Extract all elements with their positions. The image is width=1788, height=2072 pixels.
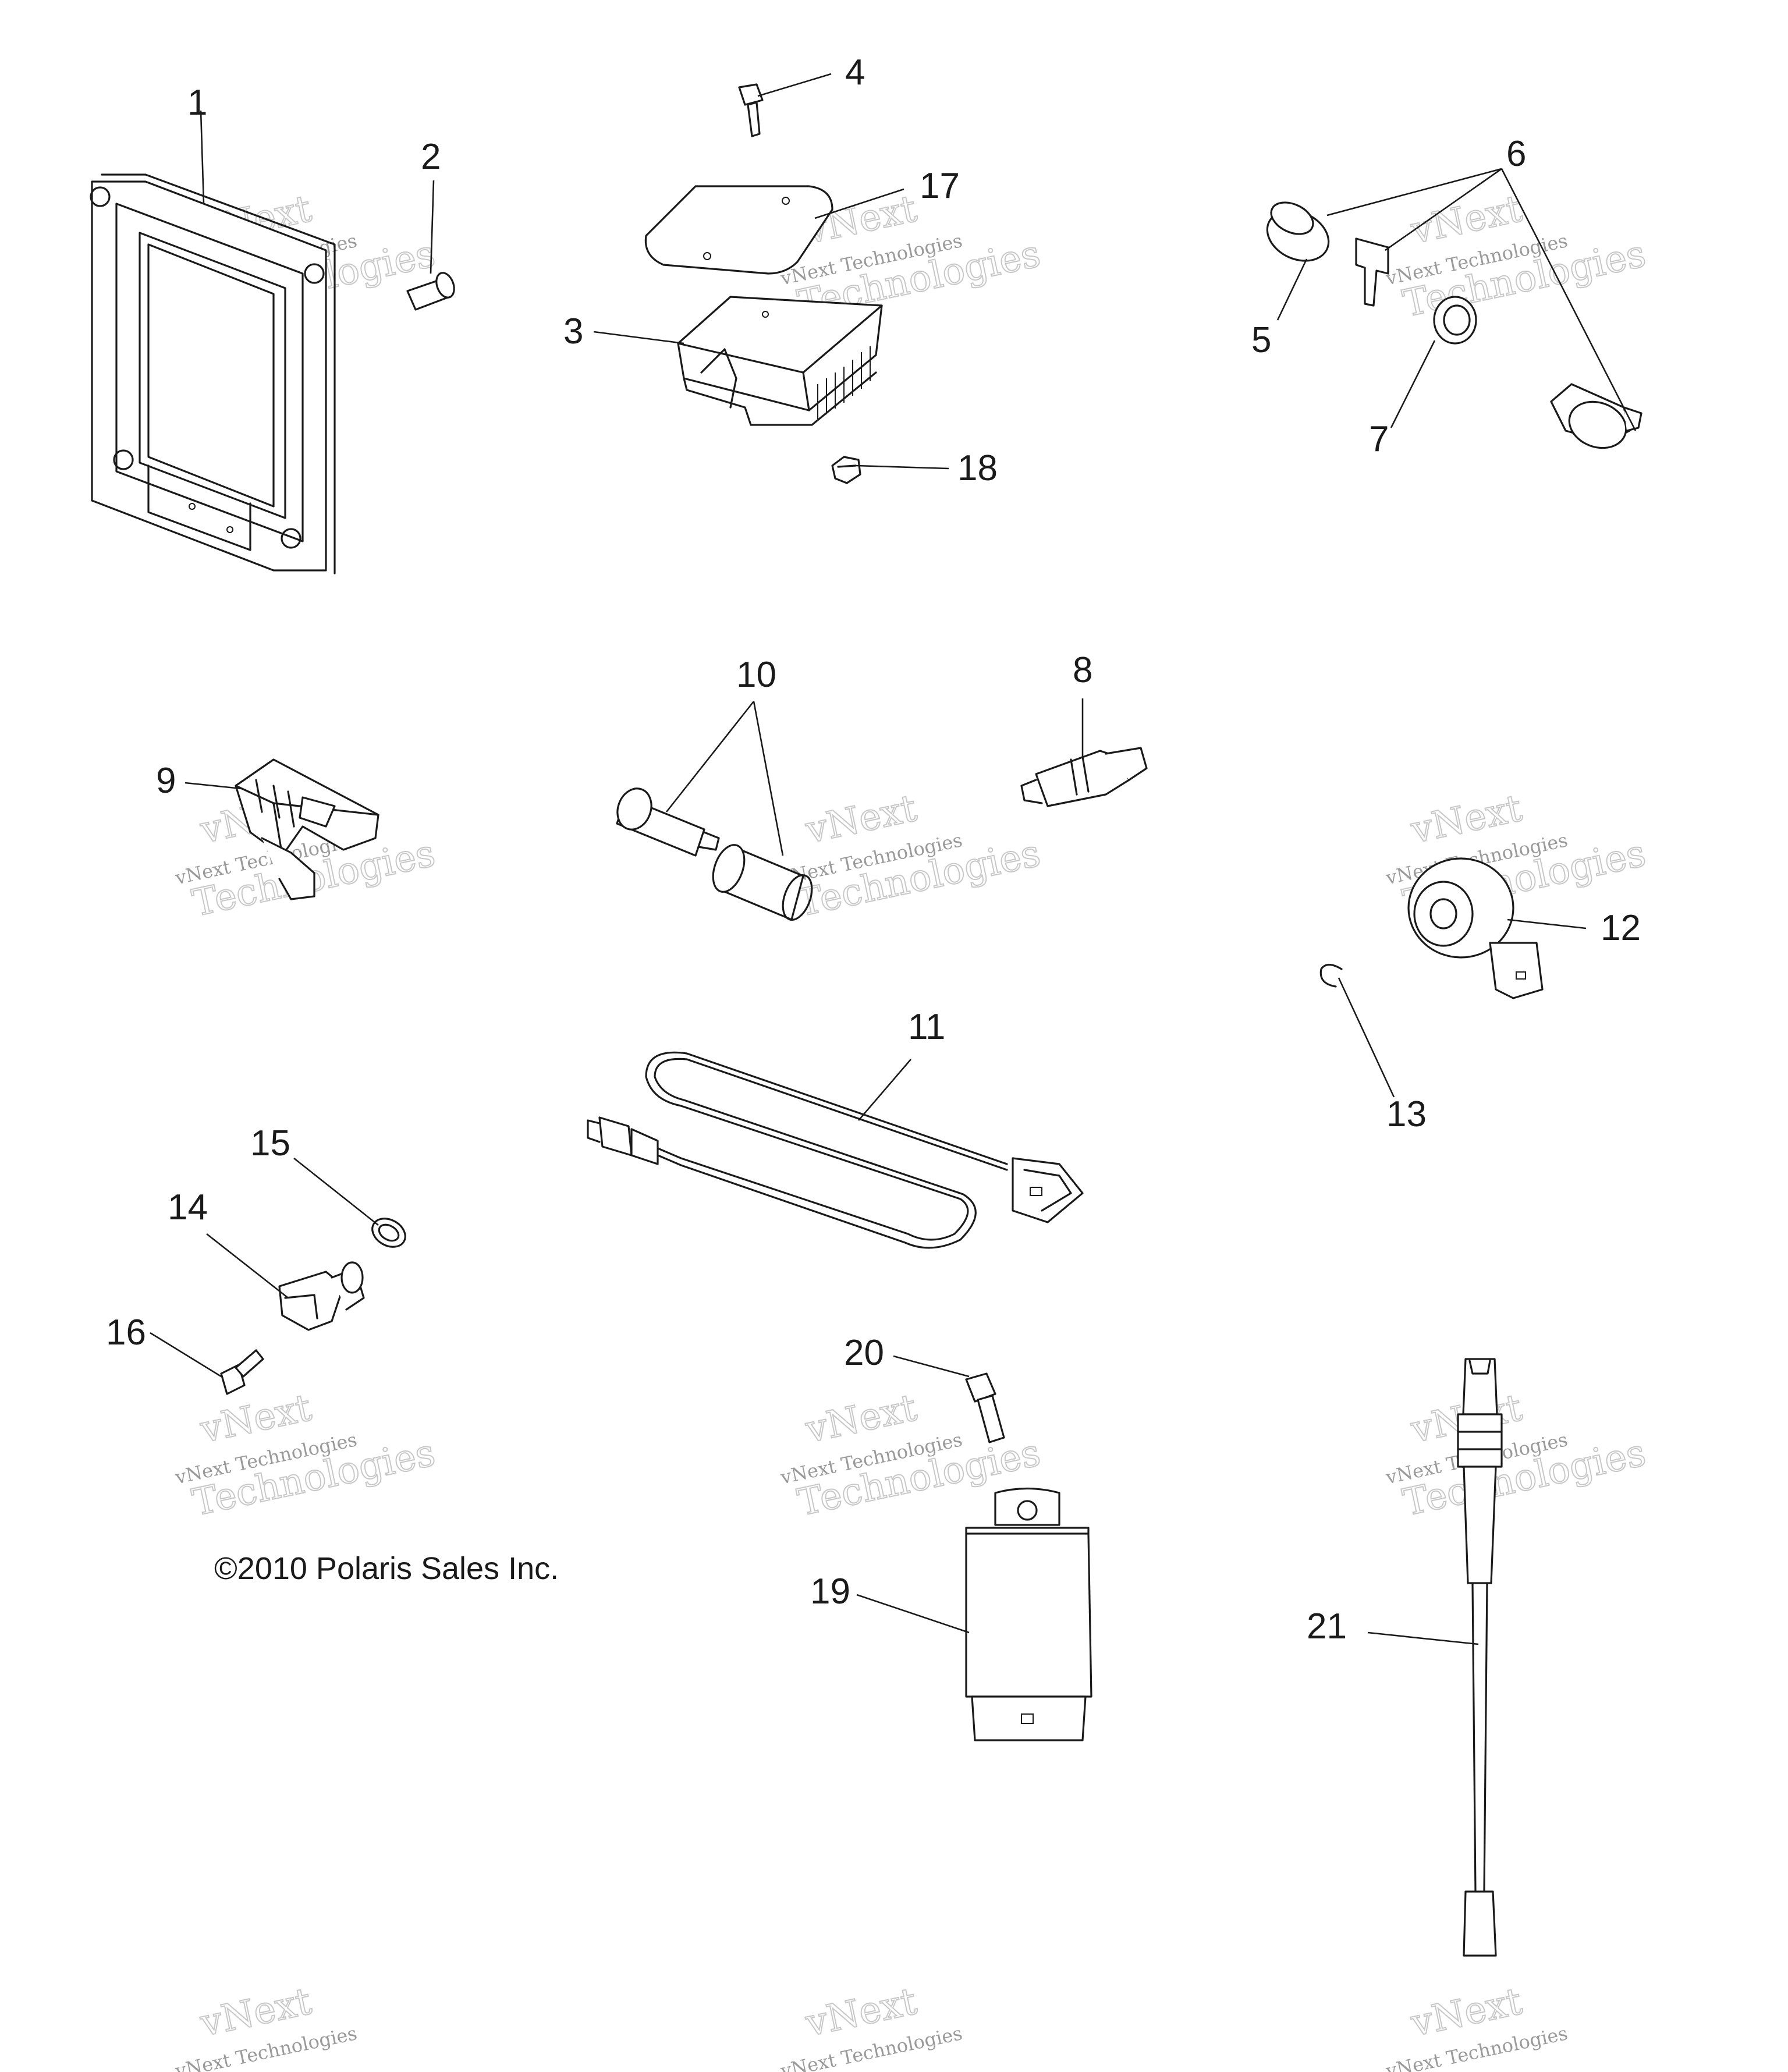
- callout-labels: 1 2 3 4 5 6 7 8 9 10 11 12 13 14 15 16 1…: [106, 52, 1641, 1647]
- watermark: vNext vNext Technologies: [173, 1979, 359, 2072]
- part-17-gasket: [644, 185, 833, 275]
- callout-4: 4: [845, 52, 865, 93]
- callout-19: 19: [810, 1571, 850, 1612]
- callout-8: 8: [1073, 650, 1092, 690]
- callout-6: 6: [1506, 134, 1526, 174]
- part-18-nut: [831, 456, 861, 484]
- watermark: vNext vNext Technologies: [1383, 1979, 1570, 2072]
- part-19-relay: [965, 1487, 1092, 1741]
- callout-18: 18: [957, 448, 998, 488]
- part-20-bolt: [965, 1372, 1005, 1443]
- part-4-bolt: [738, 83, 764, 137]
- part-3-control-box: [677, 296, 883, 426]
- callout-10: 10: [736, 655, 776, 695]
- callout-11: 11: [908, 1007, 945, 1047]
- watermark: vNext vNext Technologies: [778, 1979, 964, 2072]
- callout-12: 12: [1601, 908, 1641, 948]
- part-8-temp-sensor: [1020, 747, 1148, 807]
- callout-13: 13: [1386, 1094, 1427, 1134]
- callout-3: 3: [563, 311, 583, 352]
- callout-20: 20: [844, 1333, 884, 1373]
- part-16-bolt: [220, 1349, 264, 1395]
- part-10-tubes: [616, 787, 813, 921]
- callout-21: 21: [1307, 1606, 1347, 1647]
- callout-16: 16: [106, 1312, 146, 1353]
- leader-lines: [150, 73, 1637, 1645]
- copyright-text: ©2010 Polaris Sales Inc.: [214, 1551, 559, 1586]
- watermark: vNext vNext Technologies Technologies: [173, 1386, 439, 1525]
- callout-1: 1: [187, 83, 207, 123]
- callout-5: 5: [1251, 320, 1271, 360]
- callout-7: 7: [1369, 419, 1389, 459]
- part-7-washer: [1433, 296, 1477, 345]
- part-1-ecu-module: [90, 173, 336, 574]
- part-11-harness: [587, 1051, 1084, 1249]
- part-2-pin: [406, 272, 455, 311]
- callout-2: 2: [421, 137, 441, 177]
- part-14-speed-sensor: [278, 1261, 365, 1331]
- part-12-knock-sensor: [1407, 857, 1544, 999]
- heat-sink-fins: [817, 346, 871, 419]
- part-13-clip: [1319, 963, 1343, 988]
- part-5-cap: [1266, 201, 1330, 262]
- part-15-o-ring: [371, 1218, 406, 1248]
- part-21-o2-sensor: [1457, 1358, 1503, 1957]
- callout-17: 17: [920, 166, 960, 206]
- part-6-sensor: [1550, 383, 1642, 449]
- callout-14: 14: [168, 1187, 208, 1227]
- part-9-map-sensor: [235, 758, 379, 900]
- part-6-tab: [1355, 237, 1389, 307]
- callout-15: 15: [250, 1123, 290, 1163]
- callout-9: 9: [156, 761, 176, 801]
- watermark: vNext vNext Technologies Technologies: [1383, 1386, 1650, 1525]
